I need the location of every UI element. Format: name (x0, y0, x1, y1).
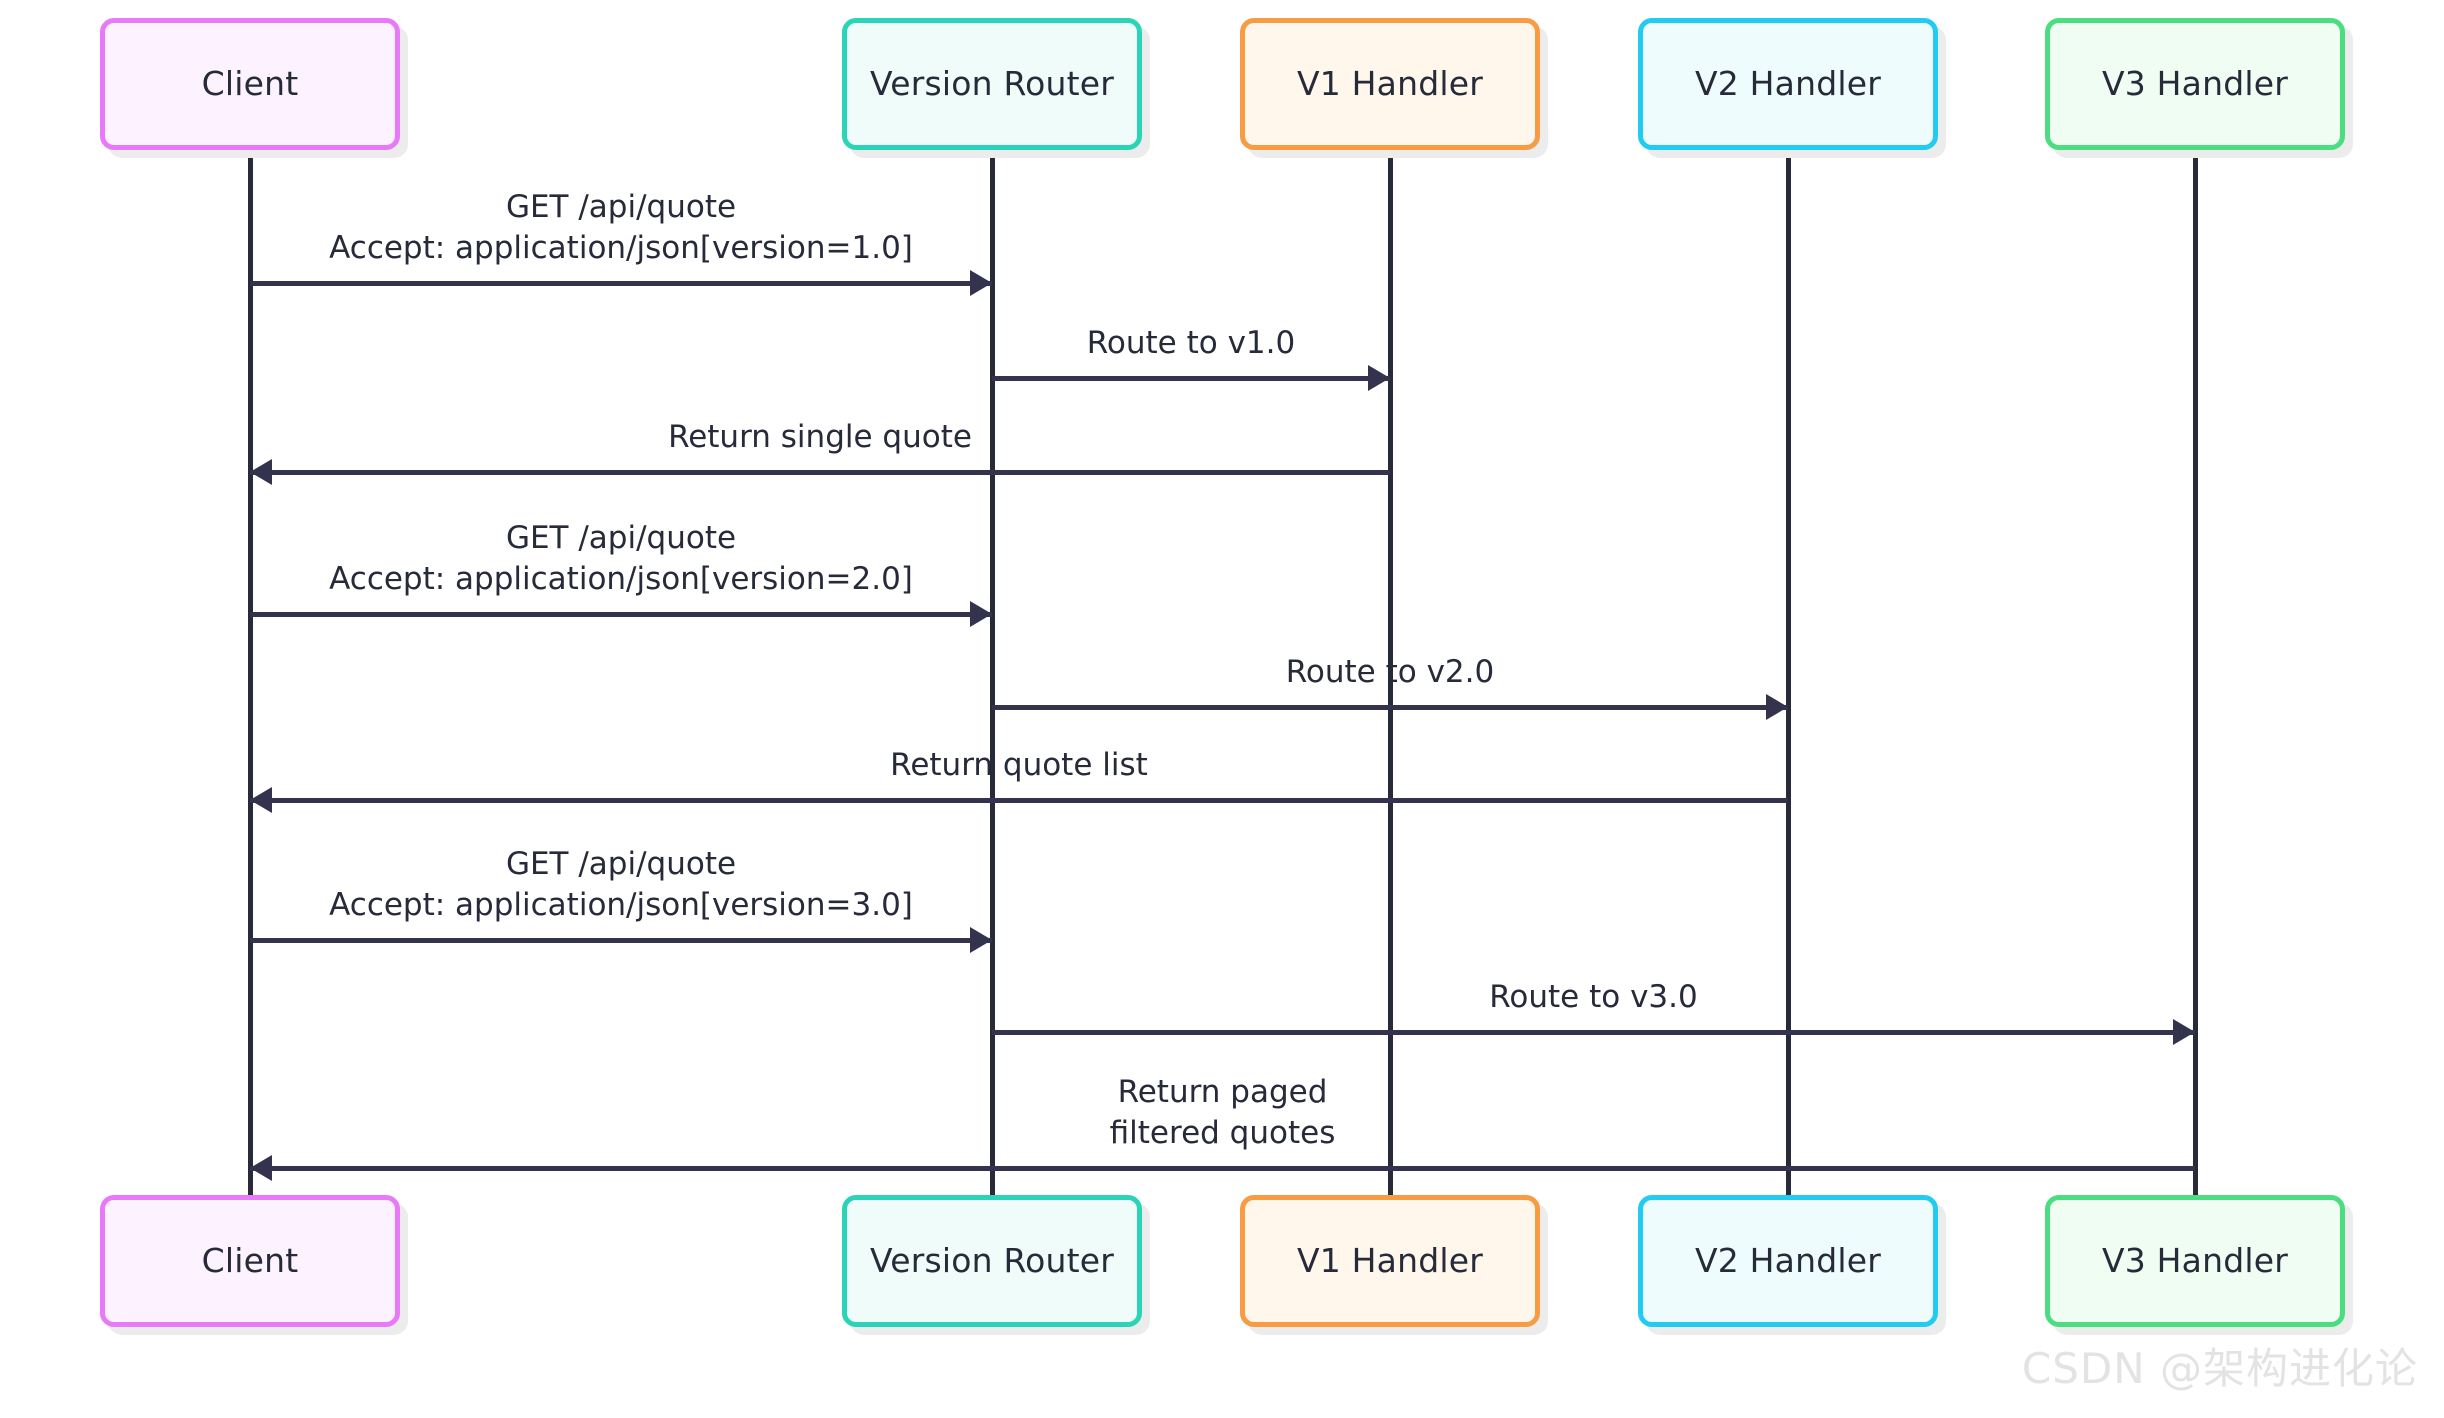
message-arrowhead-3 (970, 601, 992, 627)
message-label-0: GET /api/quote Accept: application/json[… (329, 189, 913, 267)
csdn-watermark: CSDN @架构进化论 (2021, 1344, 2418, 1393)
participant-v3-handler-bottom[interactable]: V3 Handler (2045, 1195, 2345, 1327)
message-line-6 (250, 937, 992, 943)
message-arrowhead-7 (2173, 1019, 2195, 1045)
participant-label-version-router-bottom: Version Router (870, 1240, 1114, 1280)
lifeline-v3-handler (2192, 150, 2198, 1195)
message-line-2 (250, 469, 1390, 475)
participant-label-v1-handler-bottom: V1 Handler (1297, 1240, 1483, 1280)
participant-v2-handler-top[interactable]: V2 Handler (1638, 18, 1938, 150)
participant-client-top[interactable]: Client (100, 18, 400, 150)
message-line-0 (250, 280, 992, 286)
participant-label-v3-handler-bottom: V3 Handler (2102, 1240, 2288, 1280)
message-label-8: Return paged filtered quotes (1109, 1074, 1336, 1152)
message-label-1: Route to v1.0 (1086, 325, 1296, 361)
message-label-4: Route to v2.0 (1285, 654, 1495, 690)
message-line-5 (250, 797, 1788, 803)
message-label-7: Route to v3.0 (1489, 979, 1698, 1015)
message-label-3: GET /api/quote Accept: application/json[… (329, 520, 913, 598)
participant-v3-handler-top[interactable]: V3 Handler (2045, 18, 2345, 150)
participant-v2-handler-bottom[interactable]: V2 Handler (1638, 1195, 1938, 1327)
message-line-8 (250, 1165, 2195, 1171)
participant-version-router-bottom[interactable]: Version Router (842, 1195, 1142, 1327)
participant-label-v3-handler-top: V3 Handler (2102, 63, 2288, 103)
message-line-1 (992, 375, 1390, 381)
participant-version-router-top[interactable]: Version Router (842, 18, 1142, 150)
message-line-4 (992, 704, 1788, 710)
lifeline-v2-handler (1785, 150, 1791, 1195)
message-arrowhead-8 (250, 1155, 272, 1181)
participant-label-client-top: Client (201, 63, 299, 103)
lifeline-v1-handler (1387, 150, 1393, 1195)
message-arrowhead-1 (1368, 365, 1390, 391)
participant-label-v2-handler-bottom: V2 Handler (1695, 1240, 1881, 1280)
message-line-3 (250, 611, 992, 617)
participant-client-bottom[interactable]: Client (100, 1195, 400, 1327)
message-arrowhead-2 (250, 459, 272, 485)
message-label-2: Return single quote (668, 419, 972, 455)
participant-v1-handler-top[interactable]: V1 Handler (1240, 18, 1540, 150)
participant-label-v2-handler-top: V2 Handler (1695, 63, 1881, 103)
participant-label-client-bottom: Client (201, 1240, 299, 1280)
participant-label-v1-handler-top: V1 Handler (1297, 63, 1483, 103)
lifeline-client (247, 150, 253, 1195)
message-arrowhead-6 (970, 927, 992, 953)
participant-label-version-router-top: Version Router (870, 63, 1114, 103)
message-arrowhead-0 (970, 270, 992, 296)
message-arrowhead-4 (1766, 694, 1788, 720)
message-line-7 (992, 1029, 2195, 1035)
message-arrowhead-5 (250, 787, 272, 813)
participant-v1-handler-bottom[interactable]: V1 Handler (1240, 1195, 1540, 1327)
lifeline-version-router (989, 150, 995, 1195)
message-label-6: GET /api/quote Accept: application/json[… (329, 846, 913, 924)
message-label-5: Return quote list (890, 747, 1148, 783)
